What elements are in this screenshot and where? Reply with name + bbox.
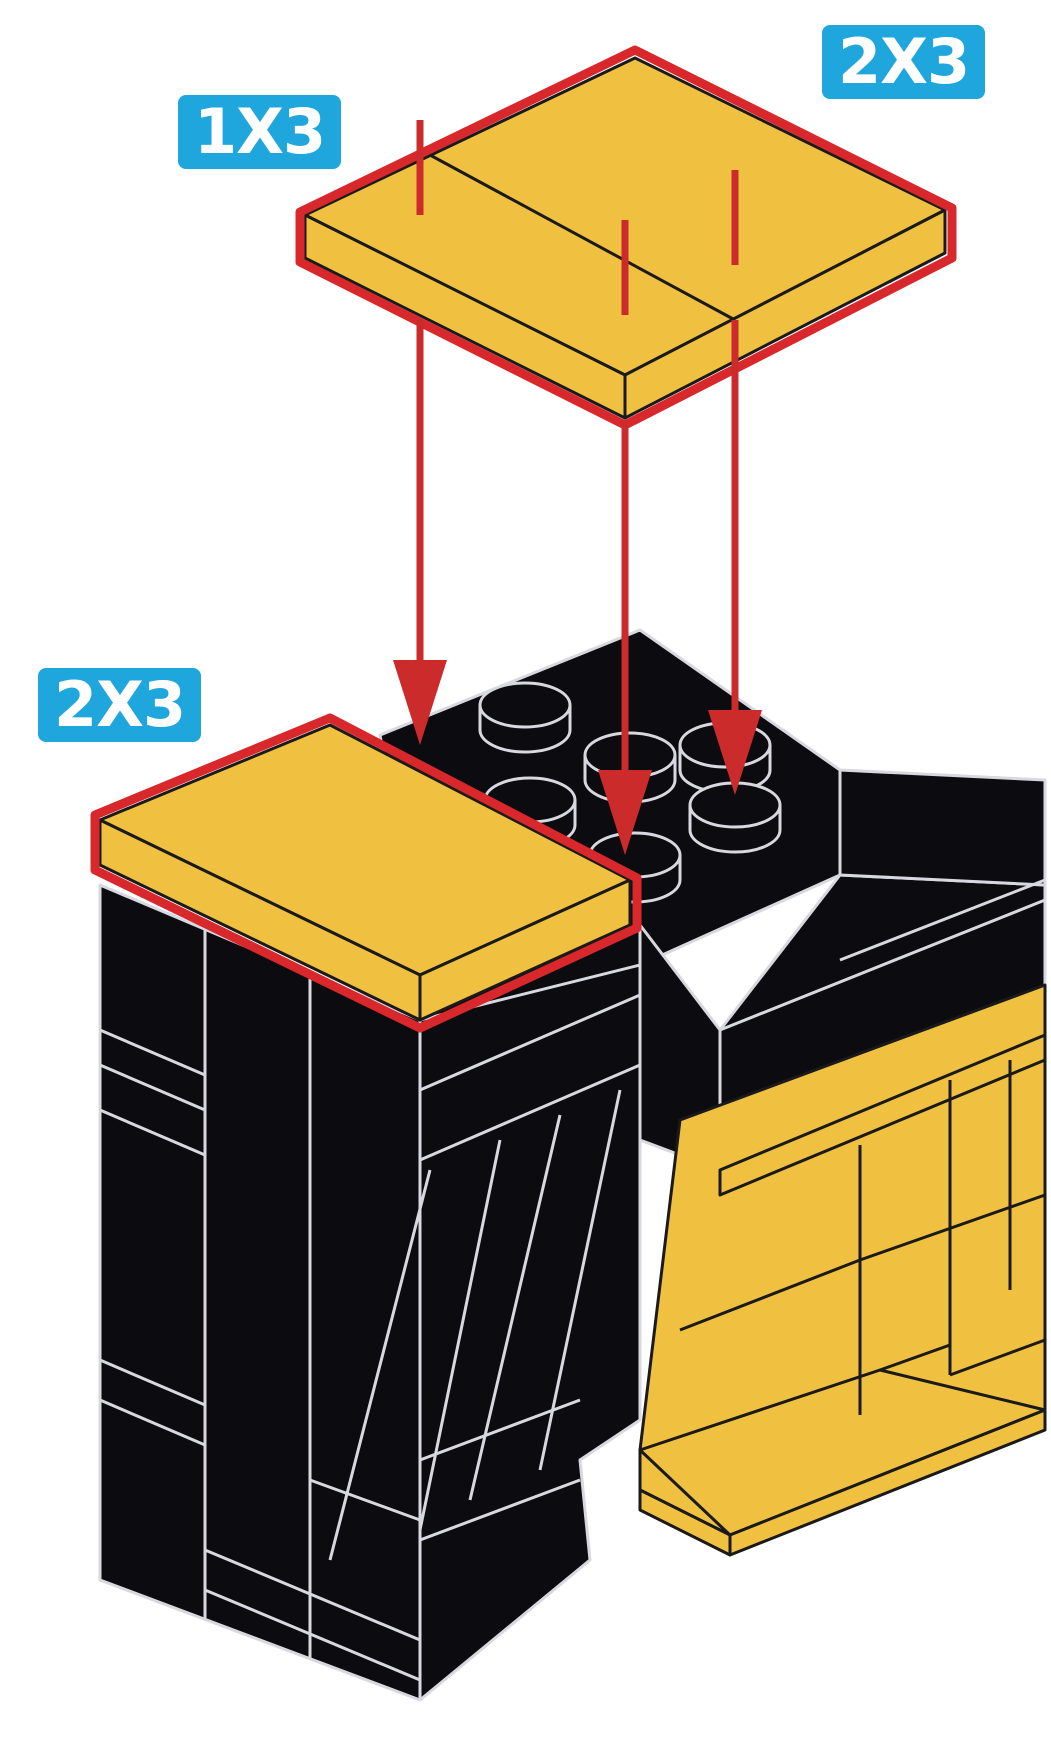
arrow-down-icon: [708, 320, 762, 795]
right-bar-top: [840, 770, 1045, 885]
top-tile-top: [305, 58, 945, 375]
callout-2x3-top: 2X3: [822, 25, 985, 99]
stud-icon: [480, 683, 570, 752]
callout-1x3: 1X3: [178, 95, 341, 169]
callout-2x3-base: 2X3: [38, 668, 201, 742]
arrow-down-icon: [393, 320, 447, 745]
